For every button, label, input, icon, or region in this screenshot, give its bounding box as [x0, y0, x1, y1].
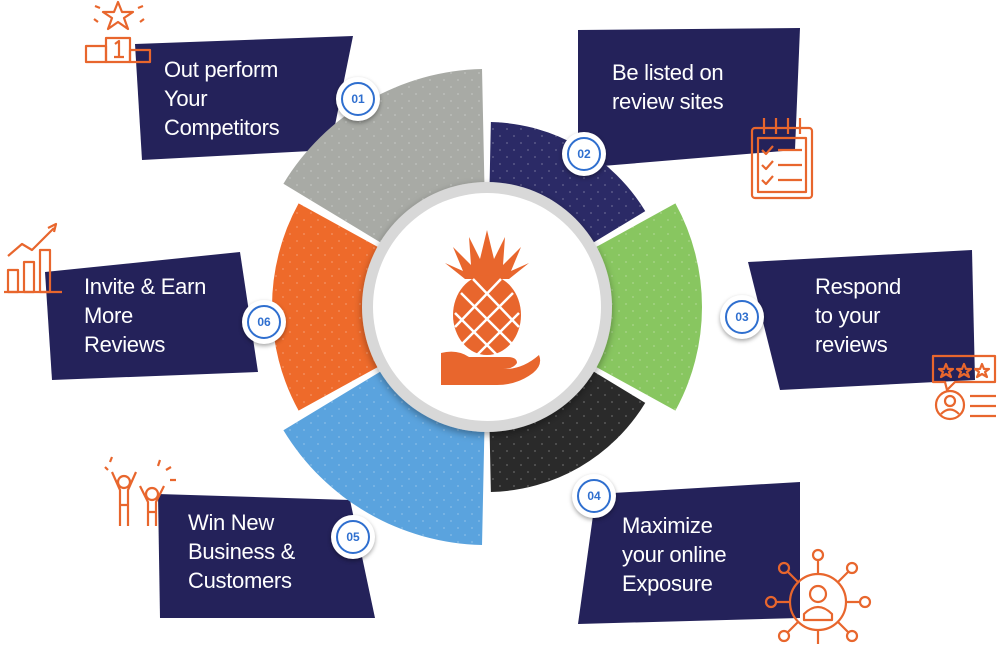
item-05-label: Win New Business & Customers	[188, 508, 295, 595]
growth-chart-icon	[4, 222, 62, 294]
ribbon-05	[158, 494, 375, 618]
badge-06: 06	[242, 300, 286, 344]
item-03-label: Respond to your reviews	[815, 272, 901, 359]
pineapple-hand-icon	[441, 230, 541, 385]
item-03-line-2: to your	[815, 303, 881, 328]
ribbon-06	[45, 252, 258, 380]
ring-segment-texture-02	[489, 122, 646, 256]
item-03-line-3: reviews	[815, 332, 888, 357]
badge-05: 05	[331, 515, 375, 559]
item-05-line-2: Business &	[188, 539, 296, 564]
badge-03-number: 03	[725, 300, 759, 334]
badge-05-number: 05	[336, 520, 370, 554]
item-05-line-3: Customers	[188, 568, 292, 593]
item-01-label: Out perform Your Competitors	[164, 55, 280, 142]
item-01-line-1: Out perform	[164, 57, 279, 82]
rating-review-icon	[931, 354, 997, 421]
item-02-line-2: review sites	[612, 89, 724, 114]
item-02-line-1: Be listed on	[612, 60, 724, 85]
badge-01-number: 01	[341, 82, 375, 116]
ribbon-01	[135, 36, 353, 160]
item-04-label: Maximize your online Exposure	[622, 511, 727, 598]
badge-02-number: 02	[567, 137, 601, 171]
checklist-clipboard-icon	[750, 118, 814, 200]
item-01-line-3: Competitors	[164, 115, 280, 140]
ribbon-04	[578, 482, 800, 624]
item-01-line-2: Your	[164, 86, 208, 111]
ring-segment-texture-04	[489, 358, 646, 492]
badge-06-number: 06	[247, 305, 281, 339]
item-02-label: Be listed on review sites	[612, 58, 724, 116]
item-06-line-2: More	[84, 303, 133, 328]
item-06-line-3: Reviews	[84, 332, 166, 357]
item-06-label: Invite & Earn More Reviews	[84, 272, 206, 359]
item-03-line-1: Respond	[815, 274, 901, 299]
item-05-line-1: Win New	[188, 510, 274, 535]
badge-04: 04	[572, 474, 616, 518]
item-04-line-2: your online	[622, 542, 727, 567]
network-user-icon	[764, 548, 872, 644]
item-04-line-3: Exposure	[622, 571, 713, 596]
ribbon-03	[748, 250, 975, 390]
badge-02: 02	[562, 132, 606, 176]
badge-03: 03	[720, 295, 764, 339]
item-04-line-1: Maximize	[622, 513, 713, 538]
badge-01: 01	[336, 77, 380, 121]
item-06-line-1: Invite & Earn	[84, 274, 207, 299]
ring-segment-texture-03	[574, 203, 702, 411]
ribbon-02	[578, 28, 800, 168]
ring-segment-texture-06	[271, 203, 400, 411]
celebrating-people-icon	[104, 456, 176, 526]
badge-04-number: 04	[577, 479, 611, 513]
podium-star-icon	[84, 0, 152, 64]
